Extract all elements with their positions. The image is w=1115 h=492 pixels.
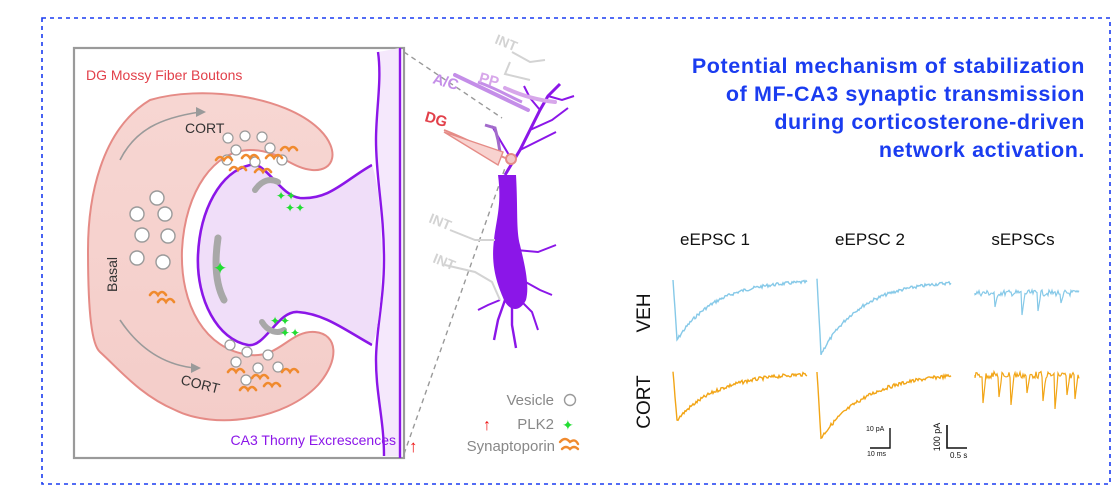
legend-plk2-label: PLK2: [517, 416, 554, 433]
int-fiber-top: [511, 51, 546, 64]
cort-label-top: CORT: [185, 120, 225, 136]
vesicle-icon: [563, 393, 577, 407]
synaptoporin-group: [148, 145, 300, 393]
scale2-x-label: 0.5 s: [950, 451, 967, 460]
cort-arrow-bottom: [119, 319, 196, 369]
trace-veh-sepscs: [974, 287, 1080, 316]
int-label-mid: INT: [427, 210, 454, 233]
trace-veh-eepsc2: [816, 278, 952, 356]
scale-bar-eepsc: [870, 428, 891, 449]
ac-fiber: [453, 73, 530, 112]
mossy-fiber-bouton: [86, 92, 335, 422]
legend-vesicle-label: Vesicle: [506, 392, 554, 409]
title-line-1: Potential mechanism of stabilization: [691, 54, 1085, 78]
title-line-4: network activation.: [878, 138, 1085, 162]
scale-bar-sepsc: [946, 425, 967, 449]
scale1-y-label: 10 pA: [866, 426, 885, 433]
pp-fiber: [503, 86, 557, 104]
zoom-line-top: [403, 51, 503, 119]
int-label-top: INT: [493, 31, 520, 54]
row-label-cort: CORT: [634, 375, 655, 429]
outer-dashed-border: [41, 17, 1111, 485]
trace-cort-sepscs: [974, 369, 1080, 410]
legend-synaptoporin-label: Synaptoporin: [467, 438, 555, 455]
up-arrow-plk2-icon: ↑: [483, 417, 491, 434]
psd-left: [212, 234, 228, 304]
svg-text:✦✦: ✦✦: [280, 326, 300, 340]
dg-bouton-icon: [505, 153, 517, 165]
trace-cort-eepsc2: [816, 372, 952, 440]
plk2-cluster-bottom: ✦✦ ✦✦: [270, 314, 300, 340]
figure-title: Potential mechanism of stabilization of …: [525, 52, 1085, 164]
pp-fiber-3: [484, 123, 502, 153]
dendrite-membrane: [374, 51, 386, 457]
vesicle-group-basal: [129, 190, 176, 270]
trace-cort-eepsc1: [672, 371, 808, 422]
title-line-2: of MF-CA3 synaptic transmission: [725, 82, 1085, 106]
ca3-neuron: [477, 82, 575, 349]
psd-top: [252, 177, 281, 193]
col-header-sepscs: sEPSCs: [991, 230, 1054, 249]
vesicle-group-top: [221, 130, 288, 168]
int-fiber-mid: [449, 229, 495, 241]
zoom-line-bottom: [403, 167, 506, 455]
plk2-icon: ✦: [562, 418, 574, 434]
schematic-top-label: DG Mossy Fiber Boutons: [86, 67, 242, 83]
int-fiber-bottom: [444, 264, 501, 301]
svg-text:✦✦: ✦✦: [276, 189, 296, 203]
row-label-veh: VEH: [634, 293, 655, 332]
col-header-eepsc1: eEPSC 1: [680, 230, 750, 249]
scale2-y-label: 100 pA: [932, 423, 942, 452]
title-line-3: during corticosterone-driven: [774, 110, 1085, 134]
basal-label: Basal: [104, 257, 120, 292]
ac-fiber-2: [477, 80, 523, 104]
vesicle-group-bottom: [224, 339, 284, 386]
pp-label: PP: [477, 70, 501, 92]
up-arrow-synaptoporin-icon: ↑: [409, 437, 418, 456]
trace-veh-eepsc1: [672, 279, 808, 342]
dendrite-shaft: [376, 48, 400, 456]
plk2-center-icon: ✦: [213, 259, 227, 279]
psd-bottom: [259, 319, 287, 335]
schematic-bottom-label: CA3 Thorny Excrescences: [231, 432, 396, 448]
synaptoporin-icon: [558, 437, 580, 451]
dg-label: DG: [423, 109, 449, 132]
plk2-cluster-top: ✦✦ ✦✦: [276, 189, 305, 215]
col-header-eepsc2: eEPSC 2: [835, 230, 905, 249]
cort-arrow-top: [119, 111, 201, 161]
thorny-excrescence: [196, 163, 373, 347]
int-label-bottom: INT: [431, 250, 458, 273]
svg-text:✦✦: ✦✦: [270, 314, 290, 328]
svg-text:✦✦: ✦✦: [285, 201, 305, 215]
scale1-x-label: 10 ms: [867, 451, 887, 458]
ac-label: A/C: [431, 71, 461, 95]
